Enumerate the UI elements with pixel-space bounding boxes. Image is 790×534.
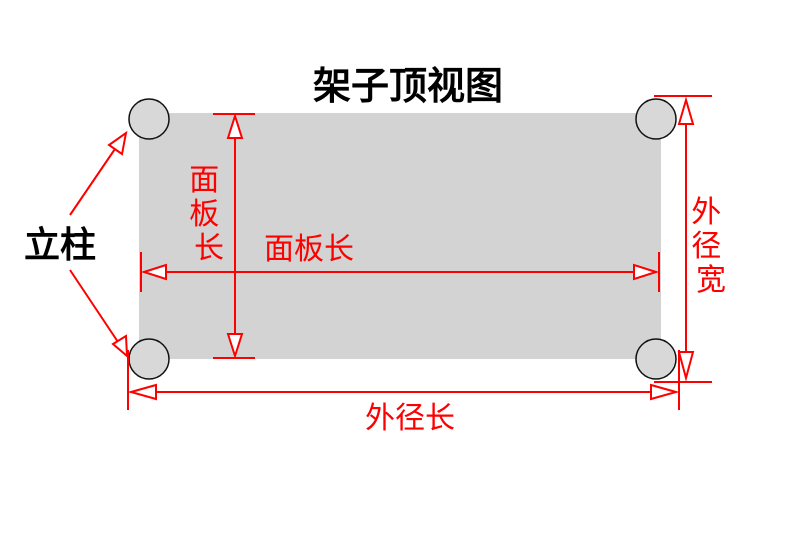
panel-width-arrow-bottom xyxy=(226,333,244,360)
outer-width-label-char-1: 外 xyxy=(691,195,721,230)
panel-width-label-char-2: 板 xyxy=(189,197,219,232)
panel-width-arrow-top xyxy=(226,112,244,139)
panel-width-label: 面 板 长 xyxy=(189,163,229,266)
post-pointer-arrows xyxy=(69,130,129,359)
post-top-right xyxy=(635,98,677,140)
panel-length-dimension xyxy=(140,252,660,292)
outer-width-label-char-2: 径 xyxy=(691,229,721,264)
outer-length-label: 外径长 xyxy=(365,401,455,436)
outer-length-arrow-right xyxy=(650,383,680,401)
panel-width-dimension xyxy=(213,112,255,360)
diagram-title: 架子顶视图 xyxy=(313,64,503,108)
outer-length-dimension xyxy=(127,350,680,410)
shelf-panel xyxy=(139,113,661,359)
post-top-left xyxy=(128,98,170,140)
panel-width-label-char-1: 面 xyxy=(189,163,219,198)
pointer-arrowhead-lower xyxy=(111,334,129,359)
outer-width-dimension xyxy=(654,95,712,383)
panel-length-arrow-right xyxy=(633,263,660,281)
pointer-line-upper xyxy=(69,145,118,216)
post-bottom-right xyxy=(635,338,677,380)
panel-width-label-char-3: 长 xyxy=(194,231,224,266)
outer-width-arrow-bottom xyxy=(677,351,695,382)
panel-length-arrow-left xyxy=(140,263,167,281)
pointer-arrowhead-upper xyxy=(107,130,128,156)
panel-length-label: 面板长 xyxy=(264,232,354,267)
outer-width-label-char-3: 宽 xyxy=(696,263,726,298)
outer-width-label: 外 径 宽 xyxy=(691,195,731,298)
pointer-line-lower xyxy=(69,269,119,343)
outer-width-arrow-top xyxy=(677,96,695,125)
outer-length-arrow-left xyxy=(127,383,157,401)
post-bottom-left xyxy=(128,338,170,380)
post-label: 立柱 xyxy=(24,225,96,266)
